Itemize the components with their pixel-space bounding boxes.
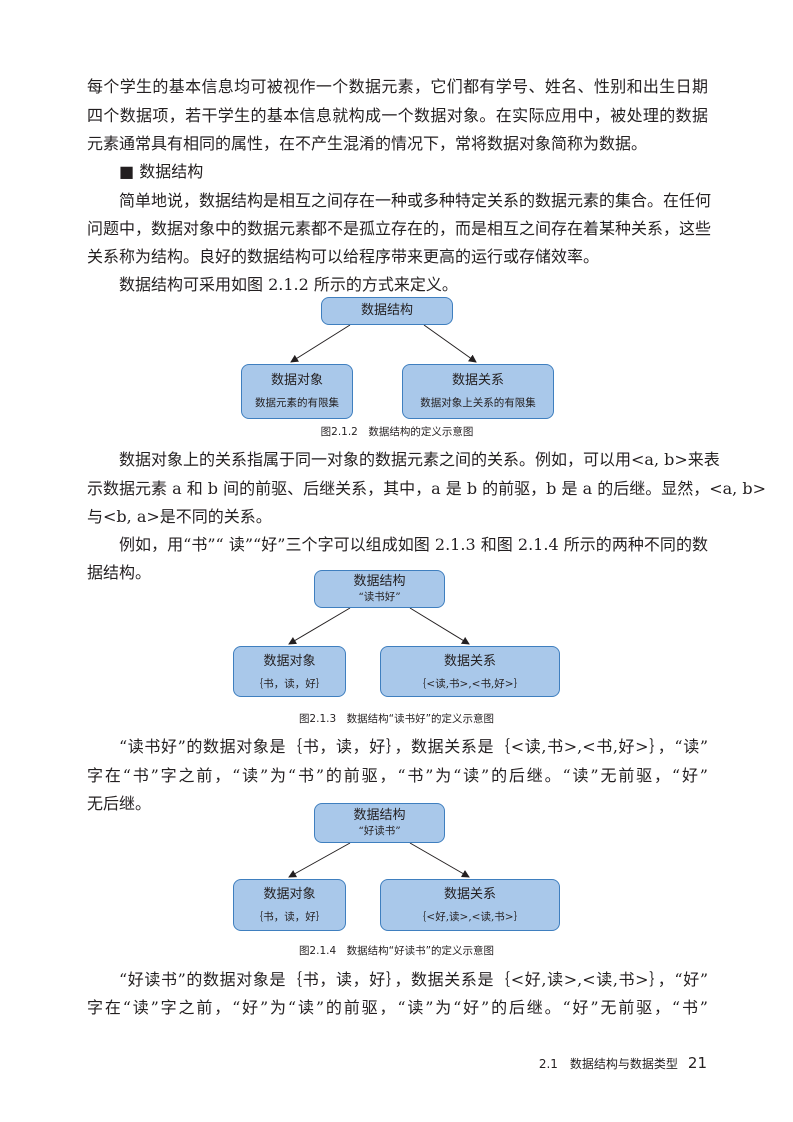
box-title: 数据对象: [263, 654, 316, 669]
paragraph-line: 字在“读”字之前，“好”为“读”的前驱，“读”为“好”的后继。“好”无前驱，“书…: [87, 998, 708, 1017]
box-title: 数据结构: [353, 808, 406, 823]
box-subtitle: 数据对象上关系的有限集: [420, 397, 536, 409]
box-title: 数据结构: [353, 574, 406, 589]
paragraph-line: 与<b, a>是不同的关系。: [87, 507, 272, 526]
box-subtitle: 数据元素的有限集: [255, 397, 339, 409]
box-subtitle: ｛书，读，好｝: [252, 678, 327, 690]
fig3-root-box: 数据结构 “好读书”: [314, 803, 445, 843]
section-heading: ■ 数据结构: [119, 162, 204, 181]
paragraph-line: 每个学生的基本信息均可被视作一个数据元素，它们都有学号、姓名、性别和出生日期: [87, 77, 708, 96]
fig1-data-object-box: 数据对象数据元素的有限集: [241, 364, 353, 419]
fig3-data-relation-box: 数据关系 ｛<好,读>,<读,书>｝: [380, 879, 560, 931]
box-title: 数据关系: [443, 654, 496, 669]
paragraph-line: 关系称为结构。良好的数据结构可以给程序带来更高的运行或存储效率。: [87, 247, 600, 266]
fig3-data-object-box: 数据对象 ｛书，读，好｝: [233, 879, 346, 931]
paragraph-line: “好读书”的数据对象是｛书，读，好｝，数据关系是｛<好,读>,<读,书>｝，“好…: [119, 970, 708, 989]
box-subtitle: “好读书”: [358, 825, 401, 837]
box-title: 数据对象: [263, 887, 316, 902]
paragraph-line: 数据对象上的关系指属于同一对象的数据元素之间的关系。例如，可以用<a, b>来表: [119, 450, 720, 469]
page-footer: 2.1 数据结构与数据类型 21: [539, 1054, 707, 1072]
paragraph-line: “读书好”的数据对象是｛书，读，好｝，数据关系是｛<读,书>,<书,好>｝，“读…: [119, 737, 708, 756]
box-title: 数据关系: [451, 373, 504, 388]
fig1-root-box: 数据结构: [321, 297, 453, 325]
box-subtitle: ｛书，读，好｝: [252, 911, 327, 923]
box-title: 数据对象: [270, 373, 323, 388]
figure-caption: 图2.1.3 数据结构“读书好”的定义示意图: [298, 713, 495, 725]
figure-caption: 图2.1.2 数据结构的定义示意图: [320, 426, 474, 438]
paragraph-line: 无后继。: [87, 794, 152, 813]
fig1-data-relation-box: 数据关系数据对象上关系的有限集: [402, 364, 554, 419]
paragraph-line: 例如，用“书”“ 读”“好”三个字可以组成如图 2.1.3 和图 2.1.4 所…: [119, 535, 708, 554]
box-subtitle: ｛<读,书>,<书,好>｝: [415, 678, 525, 690]
paragraph-line: 据结构。: [87, 563, 152, 582]
figure-caption: 图2.1.4 数据结构“好读书”的定义示意图: [298, 945, 495, 957]
paragraph-line: 简单地说，数据结构是相互之间存在一种或多种特定关系的数据元素的集合。在任何: [119, 191, 712, 210]
paragraph-line: 字在“书”字之前，“读”为“书”的前驱，“书”为“读”的后继。“读”无前驱，“好…: [87, 766, 708, 785]
fig2-data-object-box: 数据对象 ｛书，读，好｝: [233, 646, 346, 697]
box-subtitle: “读书好”: [358, 591, 401, 603]
paragraph-line: 四个数据项，若干学生的基本信息就构成一个数据对象。在实际应用中，被处理的数据: [87, 106, 708, 125]
paragraph-line: 问题中，数据对象中的数据元素都不是孤立存在的，而是相互之间存在着某种关系，这些: [87, 219, 712, 238]
paragraph-line: 数据结构可采用如图 2.1.2 所示的方式来定义。: [119, 275, 458, 294]
box-subtitle: ｛<好,读>,<读,书>｝: [415, 911, 525, 923]
page-number: 21: [687, 1054, 707, 1072]
paragraph-line: 元素通常具有相同的属性，在不产生混淆的情况下，常将数据对象简称为数据。: [87, 134, 648, 153]
footer-section: 2.1 数据结构与数据类型: [538, 1057, 678, 1071]
fig2-root-box: 数据结构 “读书好”: [314, 570, 445, 608]
fig2-data-relation-box: 数据关系 ｛<读,书>,<书,好>｝: [380, 646, 560, 697]
box-title: 数据结构: [360, 303, 413, 318]
paragraph-line: 示数据元素 a 和 b 间的前驱、后继关系，其中，a 是 b 的前驱，b 是 a…: [87, 479, 766, 498]
box-title: 数据关系: [443, 887, 496, 902]
